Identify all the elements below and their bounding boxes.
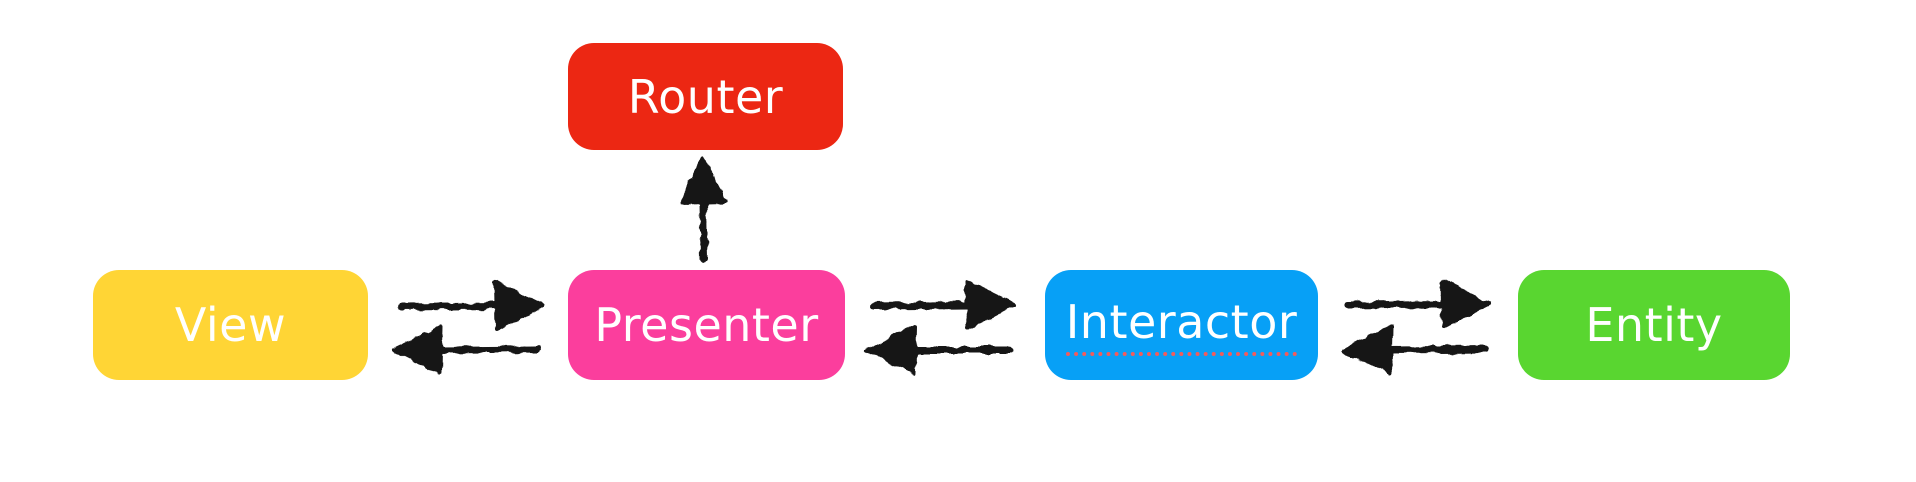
- arrow-interactor-to-presenter: [865, 325, 1014, 375]
- node-interactor-label: Interactor: [1065, 295, 1298, 356]
- node-view: View: [93, 270, 368, 380]
- arrow-head-right-icon: [494, 281, 545, 331]
- arrow-head-up-icon: [679, 156, 727, 205]
- arrow-head-right-icon: [1440, 279, 1491, 329]
- node-view-label: View: [174, 298, 287, 352]
- arrow-presenter-to-interactor: [869, 280, 1016, 330]
- arrow-presenter-to-router: [679, 156, 727, 263]
- arrow-entity-to-interactor: [1341, 325, 1490, 375]
- node-entity-label: Entity: [1585, 298, 1723, 352]
- arrow-shaft: [869, 301, 972, 310]
- arrow-shaft: [1344, 300, 1447, 309]
- node-entity: Entity: [1518, 270, 1790, 380]
- node-interactor: Interactor: [1045, 270, 1318, 380]
- arrow-shaft: [699, 197, 708, 263]
- arrow-view-to-presenter: [398, 281, 545, 331]
- arrow-head-left-icon: [865, 325, 917, 375]
- node-router-label: Router: [627, 69, 784, 124]
- node-router: Router: [568, 43, 843, 150]
- node-presenter: Presenter: [568, 270, 845, 380]
- arrow-head-left-icon: [1341, 325, 1393, 375]
- arrow-shaft: [436, 345, 541, 354]
- arrow-shaft: [398, 302, 502, 311]
- arrow-head-left-icon: [392, 325, 443, 375]
- node-presenter-label: Presenter: [594, 298, 819, 352]
- arrow-head-right-icon: [965, 280, 1016, 330]
- arrow-shaft: [1386, 345, 1490, 354]
- arrow-presenter-to-view: [392, 325, 541, 375]
- arrow-interactor-to-entity: [1344, 279, 1491, 329]
